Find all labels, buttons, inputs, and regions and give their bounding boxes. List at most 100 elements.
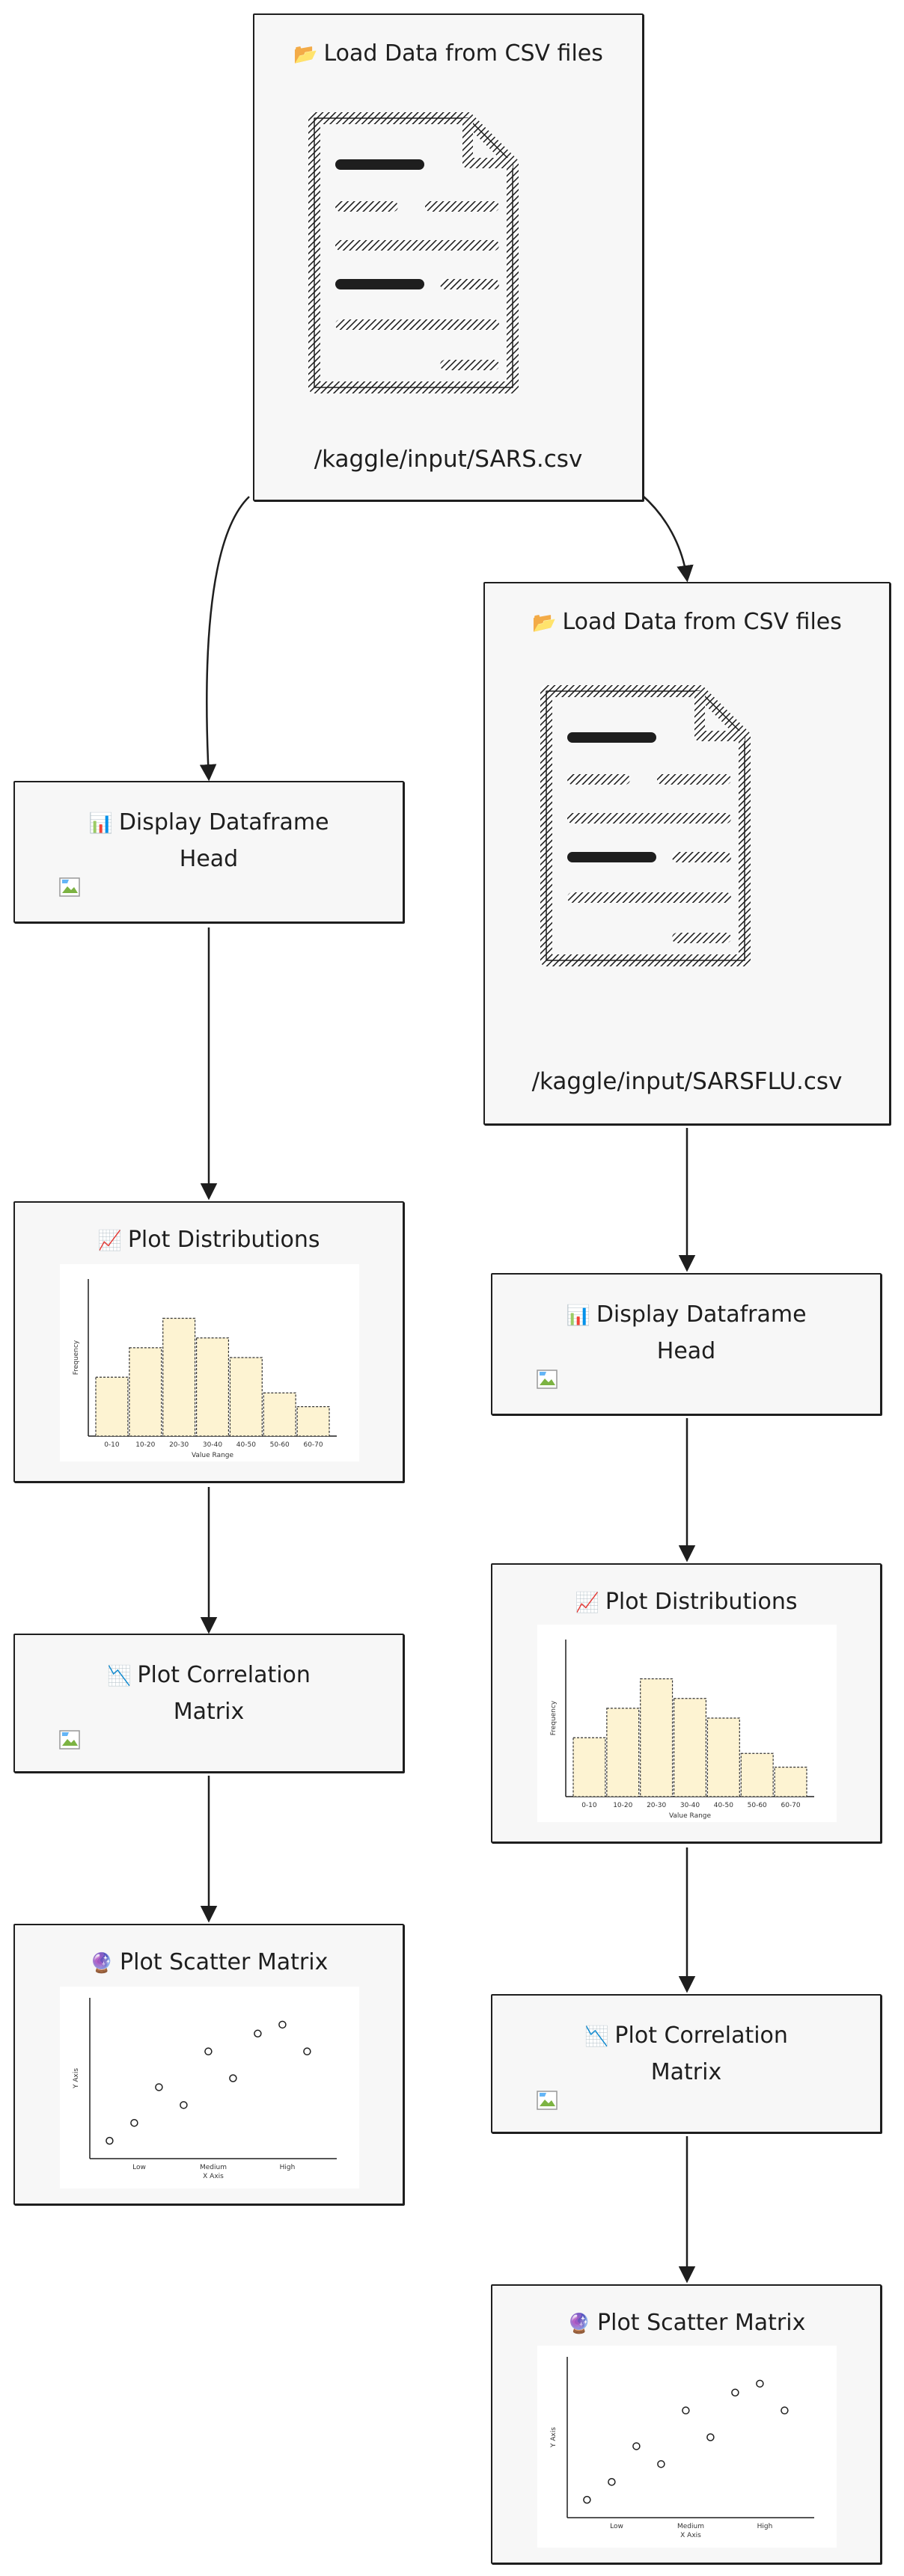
scatter-plot: Low Medium High X Axis Y Axis [550,2357,814,2539]
broken-image-icon [537,1370,558,1389]
x-tick-label: 20-30 [647,1802,666,1809]
x-tick-label: 10-20 [135,1441,155,1449]
x-tick-label: Low [132,2164,146,2171]
x-axis-label: X Axis [680,2532,701,2539]
document-outline [308,112,519,393]
chart-increasing-icon: 📈 [97,1230,122,1252]
node-plot-correlation-right[interactable]: 📉Plot Correlation Matrix [491,1994,882,2133]
scatter-point [180,2101,188,2109]
scatter-point [130,2118,138,2127]
bar-chart-icon: 📊 [566,1304,590,1327]
scatter-point [781,2406,789,2414]
distribution-bar-chart: 0-10 10-20 20-30 30-40 40-50 50-60 60-70Value … [550,1640,814,1820]
open-folder-icon: 📂 [293,43,318,66]
node-plot-distributions-right[interactable]: 📈 Plot Distributions 0-10 10-20 20-30 30-40 4… [491,1563,882,1843]
bar [572,1737,606,1797]
node-title: Display Dataframe Head [596,1301,807,1364]
x-tick-label: Low [610,2523,623,2530]
y-axis-label: Y Axis [550,2427,558,2448]
file-path-label: /kaggle/input/SARS.csv [314,446,583,473]
y-axis-label: Frequency [550,1700,558,1735]
distribution-bar-chart: 0-10 10-20 20-30 30-40 40-50 50-60 60-70Value … [73,1279,337,1459]
x-tick-label: 60-70 [781,1802,800,1809]
node-display-head-right[interactable]: 📊 Display Dataframe Head [491,1273,882,1415]
scatter-point [254,2029,262,2038]
x-tick-label: High [757,2523,773,2530]
bar [640,1678,674,1797]
y-axis-label: Y Axis [73,2068,80,2089]
node-plot-scatter-right[interactable]: 🔮Plot Scatter Matrix Low Medium High X Axis… [491,2284,882,2564]
chart-decreasing-icon: 📉 [107,1665,132,1687]
node-title: Plot Distributions [605,1589,798,1615]
x-tick-label: 50-60 [748,1802,767,1809]
x-tick-label: 40-50 [236,1441,256,1449]
bar [162,1317,196,1437]
bar [673,1698,707,1797]
scatter-point [632,2442,641,2450]
bar [740,1752,774,1797]
scatter-point [756,2379,764,2388]
bar [774,1767,807,1797]
scatter-point [608,2477,616,2486]
node-display-head-left[interactable]: 📊Display Dataframe Head [13,781,404,923]
x-tick-label: 30-40 [203,1441,222,1449]
scatter-point [204,2047,213,2055]
crystal-ball-icon: 🔮 [566,2313,592,2335]
x-tick-label: 50-60 [270,1441,290,1449]
bar-chart-icon: 📊 [88,812,113,835]
bar [95,1376,129,1437]
x-tick-label: 60-70 [303,1441,323,1449]
y-axis-label: Frequency [73,1340,80,1375]
bar [229,1357,263,1437]
x-tick-label: 10-20 [613,1802,632,1809]
node-load-sars[interactable]: 📂Load Data from CSV files /kaggle/input/… [253,13,644,501]
edge-load-sars-to-load-sarsflu [641,494,694,583]
document-outline [540,685,751,966]
document-icon [308,112,519,393]
x-tick-label: Medium [677,2523,704,2530]
node-plot-correlation-left[interactable]: 📉Plot Correlation Matrix [13,1634,404,1773]
node-plot-distributions-left[interactable]: 📈Plot Distributions 0-10 10-20 20-30 30-40 4… [13,1201,404,1482]
open-folder-icon: 📂 [532,612,557,634]
node-title: Plot Correlation Matrix [137,1662,311,1725]
node-title: Load Data from CSV files [562,609,842,635]
bar [296,1406,330,1437]
bar [706,1717,740,1797]
file-path-label: /kaggle/input/SARSFLU.csv [531,1068,843,1095]
broken-image-icon [59,1730,80,1749]
scatter-point [106,2136,114,2145]
x-tick-label: 30-40 [680,1802,700,1809]
scatter-point [682,2406,690,2414]
bar [195,1337,230,1437]
x-tick-label: 40-50 [714,1802,733,1809]
scatter-point [229,2074,237,2082]
scatter-point [731,2388,739,2397]
node-load-sarsflu[interactable]: 📂Load Data from CSV files /kaggle/input/… [483,582,891,1125]
x-tick-label: 0-10 [581,1802,597,1809]
node-title: Load Data from CSV files [323,40,603,67]
x-tick-label: Medium [200,2164,227,2171]
broken-image-icon [537,2091,558,2110]
x-tick-label: 20-30 [169,1441,189,1449]
x-tick-label: 0-10 [104,1441,120,1449]
chart-increasing-icon: 📈 [575,1592,599,1614]
x-axis-label: Value Range [192,1452,234,1459]
scatter-point [583,2495,591,2504]
node-title: Plot Distributions [127,1227,320,1253]
node-title: Plot Scatter Matrix [597,2310,806,2336]
node-title: Plot Scatter Matrix [120,1949,329,1975]
node-title: Plot Correlation Matrix [614,2023,788,2085]
scatter-point [155,2083,163,2091]
scatter-point [278,2020,287,2029]
chart-decreasing-icon: 📉 [584,2025,609,2048]
x-axis-label: Value Range [669,1812,712,1820]
broken-image-icon [59,877,80,897]
document-icon [540,685,751,966]
scatter-point [303,2047,311,2055]
crystal-ball-icon: 🔮 [89,1952,114,1975]
bar [129,1347,162,1437]
scatter-point [706,2433,715,2441]
edge-load-sars-to-head-left [199,496,250,782]
